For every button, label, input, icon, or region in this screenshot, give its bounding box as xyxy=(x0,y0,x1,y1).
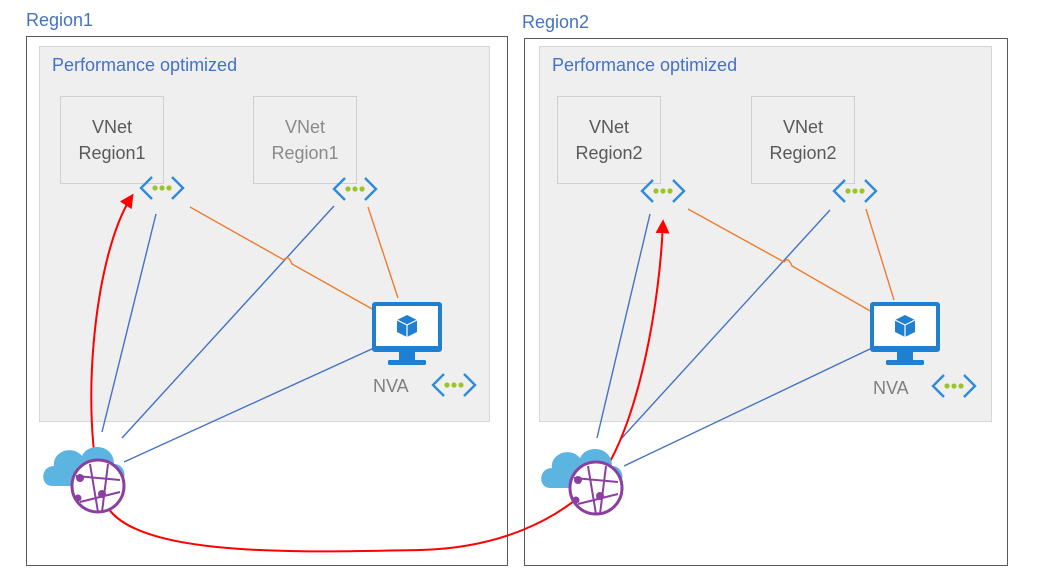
region1-zone-label: Performance optimized xyxy=(52,55,238,75)
region1-vnet-a[interactable]: VNet Region1 xyxy=(60,96,164,184)
region2-box xyxy=(524,38,1008,566)
region1-box xyxy=(26,36,508,566)
vnet-name: VNet xyxy=(284,117,326,137)
region2-zone-label: Performance optimized xyxy=(552,55,738,75)
region1-link-vnet-b-nva xyxy=(367,206,399,299)
vm-monitor-icon xyxy=(372,302,442,365)
region1-link-hub-nva xyxy=(123,347,375,463)
region2-vnet-b[interactable]: VNet Region2 xyxy=(751,96,855,184)
region1-nva-label: NVA xyxy=(373,376,409,396)
region2-link-hub-nva xyxy=(623,347,873,467)
vnet-icon xyxy=(431,373,477,397)
region1-vnet-b[interactable]: VNet Region1 xyxy=(253,96,357,184)
vnet-icon xyxy=(332,177,378,201)
cloud-globe-hub-icon xyxy=(541,448,624,516)
region1-link-vnet-a-nva xyxy=(189,206,375,311)
region2-link-hub-vnet-a xyxy=(596,213,651,439)
vm-monitor-icon xyxy=(870,302,940,365)
vnet-name: VNet xyxy=(782,117,824,137)
vnet-icon xyxy=(139,176,185,200)
region1-link-hub-vnet-a xyxy=(101,213,157,433)
region1-link-hub-vnet-b xyxy=(121,205,335,439)
region2-link-vnet-b-nva xyxy=(865,208,895,301)
vnet-region: Region2 xyxy=(575,143,643,163)
red-path-region1 xyxy=(90,193,134,489)
region2-nva-label: NVA xyxy=(873,378,909,398)
vnet-icon xyxy=(931,374,977,398)
region2-perf-zone xyxy=(539,46,992,422)
vnet-name: VNet xyxy=(91,117,133,137)
region2-link-vnet-a-nva xyxy=(687,208,873,313)
region1-label: Region1 xyxy=(26,10,94,30)
vnet-name: VNet xyxy=(588,117,630,137)
vnet-icon xyxy=(640,179,686,203)
vnet-icon xyxy=(832,179,878,203)
cloud-globe-hub-icon xyxy=(43,446,126,514)
region2-label: Region2 xyxy=(522,12,590,32)
vnet-region: Region2 xyxy=(769,143,837,163)
vnet-region: Region1 xyxy=(271,143,339,163)
region2-link-hub-vnet-b xyxy=(619,209,831,441)
region2-vnet-a[interactable]: VNet Region2 xyxy=(557,96,661,184)
red-path-cross-region xyxy=(101,219,670,553)
vnet-region: Region1 xyxy=(78,143,146,163)
